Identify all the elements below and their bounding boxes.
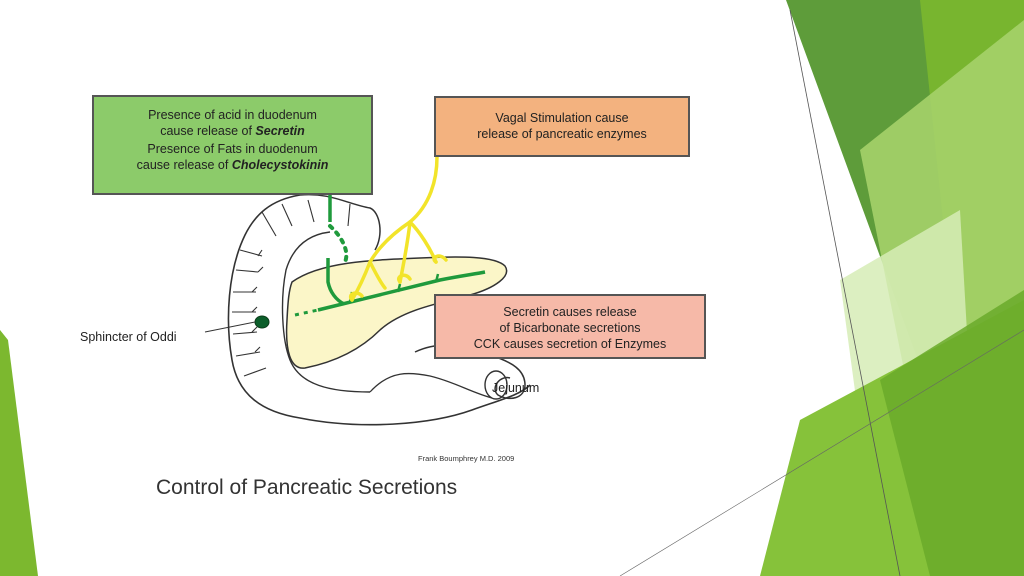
pink-box-line-1: Secretin causes release: [503, 305, 637, 319]
pancreas-body: [285, 256, 508, 369]
vagal-nerve: [349, 155, 448, 302]
jejunum-loop-inner: [369, 372, 493, 399]
secretion-effects-box: Secretin causes release of Bicarbonate s…: [434, 294, 706, 359]
green-hormone-box: Presence of acid in duodenum cause relea…: [92, 95, 373, 195]
green-box-line-4: cause release of Cholecystokinin: [94, 157, 371, 173]
decor-thin-line-2: [619, 329, 1024, 576]
vagal-stimulation-box: Vagal Stimulation cause release of pancr…: [434, 96, 690, 157]
green-box-line-4-prefix: cause release of: [136, 158, 232, 172]
author-credit: Frank Boumphrey M.D. 2009: [418, 454, 515, 463]
pink-box-line-3: CCK causes secretion of Enzymes: [473, 337, 667, 351]
duodenum-upper: [299, 193, 381, 251]
pancreatic-duct: [317, 270, 486, 312]
orange-box-line-1: Vagal Stimulation cause: [495, 111, 629, 125]
duodenum-inner: [281, 231, 371, 393]
pink-box-line-2: of Bicarbonate secretions: [499, 321, 641, 335]
hormone-line-dotted: [328, 224, 349, 264]
sphincter-marker: [254, 315, 270, 329]
diagram-caption: Control of Pancreatic Secretions: [156, 476, 458, 499]
sphincter-of-oddi-label: Sphincter of Oddi: [80, 330, 177, 344]
cholecystokinin-term: Cholecystokinin: [231, 158, 329, 172]
duct-to-sphincter: [294, 308, 319, 317]
green-box-line-1: Presence of acid in duodenum: [148, 108, 317, 122]
green-box-line-2: cause release of Secretin: [94, 123, 371, 139]
duodenal-folds: [232, 199, 351, 377]
green-box-line-3: Presence of Fats in duodenum: [147, 142, 318, 156]
left-decor-strip: [0, 330, 38, 576]
duodenum-outer: [227, 194, 531, 426]
jejunum-label: Jejunum: [492, 381, 540, 395]
sphincter-pointer: [204, 321, 256, 333]
green-box-line-2-prefix: cause release of: [160, 124, 256, 138]
orange-box-line-2: release of pancreatic enzymes: [477, 127, 647, 141]
jejunum-end: [484, 370, 508, 400]
right-decor-deep: [880, 290, 1024, 576]
secretin-term: Secretin: [255, 124, 305, 138]
hormone-line-lower: [326, 258, 345, 306]
decor-thin-line-1: [789, 9, 901, 576]
